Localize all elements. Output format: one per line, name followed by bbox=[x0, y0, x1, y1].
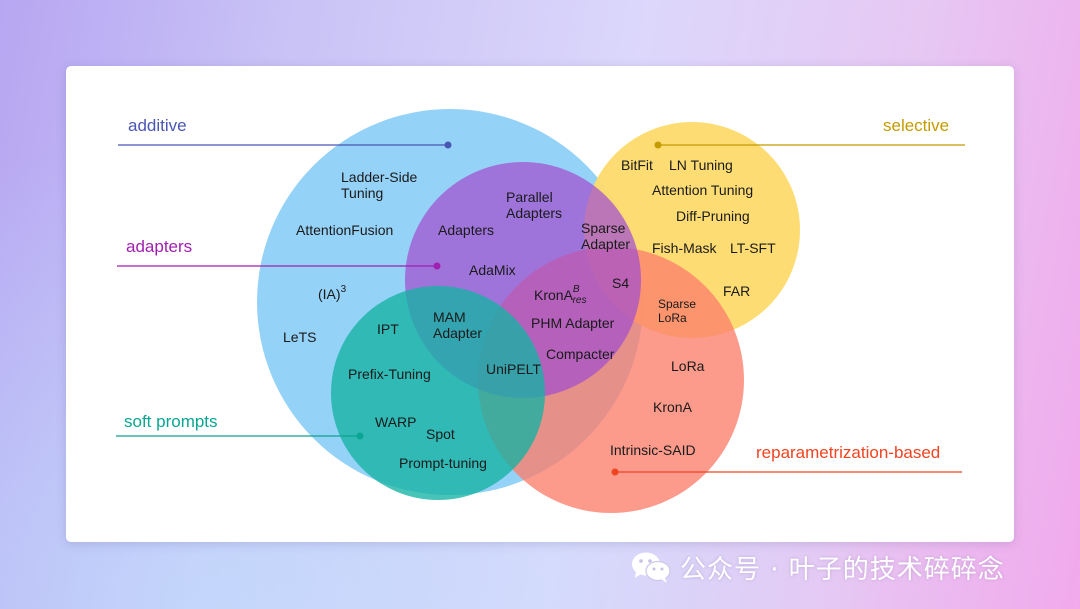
method-krona: KronA bbox=[653, 399, 693, 415]
additive-label: additive bbox=[128, 116, 187, 135]
method-sparse-lora-1: Sparse bbox=[658, 297, 696, 311]
method-ladder-side-tuning-2: Tuning bbox=[341, 185, 383, 201]
method-adapters: Adapters bbox=[438, 222, 494, 238]
method-ln-tuning: LN Tuning bbox=[669, 157, 733, 173]
method-parallel-adapters-1: Parallel bbox=[506, 189, 553, 205]
method-prompt-tuning: Prompt-tuning bbox=[399, 455, 487, 471]
method-diff-pruning: Diff-Pruning bbox=[676, 208, 750, 224]
method-sparse-adapter-1: Sparse bbox=[581, 220, 626, 236]
additive-leader-dot bbox=[444, 141, 452, 149]
wechat-icon bbox=[632, 552, 671, 583]
reparametrization-leader-dot bbox=[611, 468, 619, 476]
method-ipt: IPT bbox=[377, 321, 399, 337]
watermark: 公众号 · 叶子的技术碎碎念 bbox=[630, 549, 1005, 585]
method-compacter: Compacter bbox=[546, 346, 615, 362]
soft-prompts-circle bbox=[331, 286, 545, 500]
venn-diagram: additive adapters soft prompts selective… bbox=[116, 109, 965, 513]
method-attention-fusion: AttentionFusion bbox=[296, 222, 393, 238]
diagram-card: additive adapters soft prompts selective… bbox=[66, 66, 1014, 542]
method-far: FAR bbox=[723, 283, 750, 299]
method-ia3: (IA)3 bbox=[318, 284, 347, 302]
method-sparse-adapter-2: Adapter bbox=[581, 236, 630, 252]
method-prefix-tuning: Prefix-Tuning bbox=[348, 366, 431, 382]
method-sparse-lora-2: LoRa bbox=[658, 311, 687, 325]
selective-label: selective bbox=[883, 116, 949, 135]
method-bitfit: BitFit bbox=[621, 157, 653, 173]
method-intrinsic-said: Intrinsic-SAID bbox=[610, 442, 696, 458]
method-mam-adapter-2: Adapter bbox=[433, 325, 482, 341]
method-s4: S4 bbox=[612, 275, 629, 291]
method-attention-tuning: Attention Tuning bbox=[652, 182, 753, 198]
method-adamix: AdaMix bbox=[469, 262, 516, 278]
method-lora: LoRa bbox=[671, 358, 705, 374]
method-warp: WARP bbox=[375, 414, 416, 430]
soft-prompts-leader-dot bbox=[356, 432, 364, 440]
selective-leader-dot bbox=[654, 141, 662, 149]
method-ladder-side-tuning-1: Ladder-Side bbox=[341, 169, 417, 185]
watermark-text: 公众号 · 叶子的技术碎碎念 bbox=[680, 554, 1005, 585]
method-spot: Spot bbox=[426, 426, 455, 442]
adapters-label: adapters bbox=[126, 237, 192, 256]
method-unipelt: UniPELT bbox=[486, 361, 541, 377]
method-lets: LeTS bbox=[283, 329, 316, 345]
method-phm-adapter: PHM Adapter bbox=[531, 315, 615, 331]
method-fish-mask: Fish-Mask bbox=[652, 240, 718, 256]
method-mam-adapter-1: MAM bbox=[433, 309, 466, 325]
method-lt-sft: LT-SFT bbox=[730, 240, 776, 256]
soft-prompts-label: soft prompts bbox=[124, 412, 218, 431]
adapters-leader-dot bbox=[433, 262, 441, 270]
method-parallel-adapters-2: Adapters bbox=[506, 205, 562, 221]
reparametrization-label: reparametrization-based bbox=[756, 443, 940, 462]
